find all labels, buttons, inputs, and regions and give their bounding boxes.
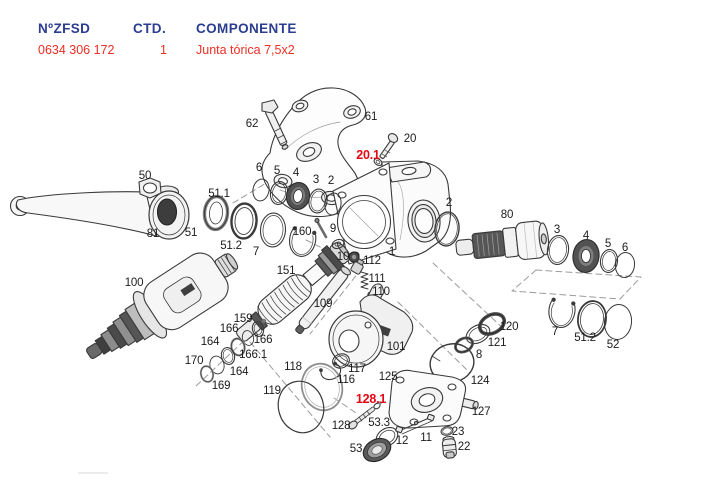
part-washer-128-1 [373,401,382,410]
part-spring-111 [360,271,369,290]
part-snap-ring-116 [319,361,342,381]
part-fitting-112 [350,258,365,275]
part-snap-ring-7-right [548,297,576,328]
part-seal-53 [362,437,392,463]
part-bolt-20 [379,133,399,159]
part-bearing-120 [477,312,507,336]
part-ring-119 [277,380,325,434]
part-bearing-4-top [285,182,311,210]
part-pitman-arm-81 [9,185,190,240]
part-sector-shaft-101 [328,283,414,368]
part-number-value: 0634 306 172 [38,43,115,57]
part-ring-2-top [324,192,342,216]
column-component: COMPONENTE [196,21,297,36]
part-washer-20-1 [373,158,383,166]
part-washer-9 [331,238,345,250]
column-quantity: CTD. [133,21,167,36]
part-worm-shaft-151 [236,242,351,342]
watermark-artifact [78,472,108,474]
part-shaft-80 [455,220,550,260]
part-bolt-62 [261,99,289,150]
part-ring-51-1 [230,202,258,240]
part-nut-10 [348,251,360,263]
part-ring-51-2-left [259,212,287,248]
part-seal-chain [199,318,267,383]
part-valve-body-100 [86,252,239,359]
part-link-11-12 [395,413,435,435]
part-nut-50 [138,177,162,199]
part-snap-ring-7-left [288,226,317,257]
part-ring-51-2-right [577,300,607,338]
part-cover-125 [388,369,467,429]
part-pin-160 [314,217,328,239]
part-ring-23 [440,426,454,436]
part-ring-8 [454,336,474,354]
part-ring-3-right [546,235,570,265]
quantity-value: 1 [160,43,167,57]
component-value: Junta tórica 7,5x2 [196,43,295,57]
part-ring-118 [300,362,344,412]
part-oring-2 [434,211,460,247]
part-bracket-61 [261,87,367,218]
part-piston-109 [295,266,351,335]
column-part-number: NºZFSD [38,21,91,36]
part-bearing-4-right [572,238,600,274]
part-ring-6-top [252,178,270,202]
part-seal-51 [202,194,230,232]
part-screw-128 [348,406,376,430]
part-ring-6-right [614,252,636,278]
part-plug-22 [441,436,457,459]
part-ring-52 [603,304,633,340]
part-housing-1 [332,160,452,265]
